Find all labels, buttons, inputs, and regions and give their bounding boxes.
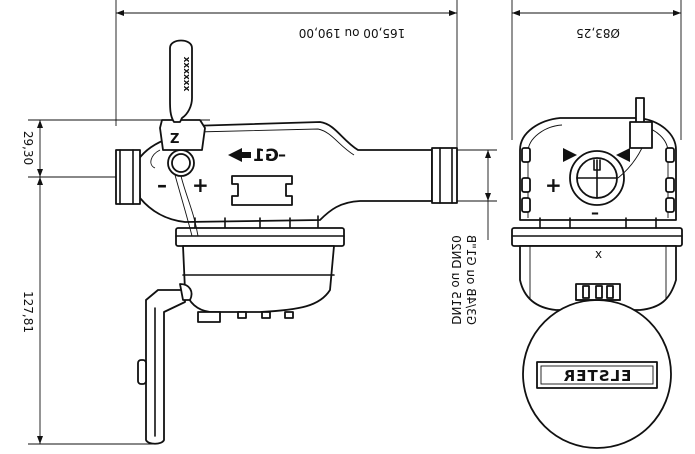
connection-dn-label: DN15 ou DN20 [449, 235, 463, 325]
meter-side-view: + – – G1 Z xxxxxx [115, 39, 458, 445]
meter-front-view: + – x ELSTER [511, 97, 683, 449]
small-x-mark: x [595, 247, 602, 261]
tamper-seal-handle [169, 39, 193, 123]
minus-sign-front: – [591, 203, 599, 222]
dimension-lines [28, 0, 682, 445]
diameter-dimension-label: Ø83,25 [576, 26, 620, 40]
plus-sign-front: + [545, 173, 562, 197]
offset-height-label: 29,30 [21, 131, 35, 165]
plus-sign-side: + [192, 173, 209, 197]
flow-direction-label: G1 [253, 146, 279, 166]
pointer-left-icon [563, 148, 577, 162]
flow-arrow-icon [228, 148, 242, 162]
pointer-right-icon [616, 148, 630, 162]
handle-hatch-text: xxxxxx [181, 57, 191, 92]
clip-marking: Z [170, 132, 179, 147]
connection-thread-label: G3/4B ou G1"B [464, 235, 478, 325]
brand-logo: ELSTER [563, 367, 632, 385]
total-height-label: 127,81 [21, 291, 35, 333]
length-dimension-label: 165,00 ou 190,00 [299, 26, 406, 40]
minus-sign-side: – [157, 173, 167, 197]
minus-sign-top: – [278, 145, 286, 164]
